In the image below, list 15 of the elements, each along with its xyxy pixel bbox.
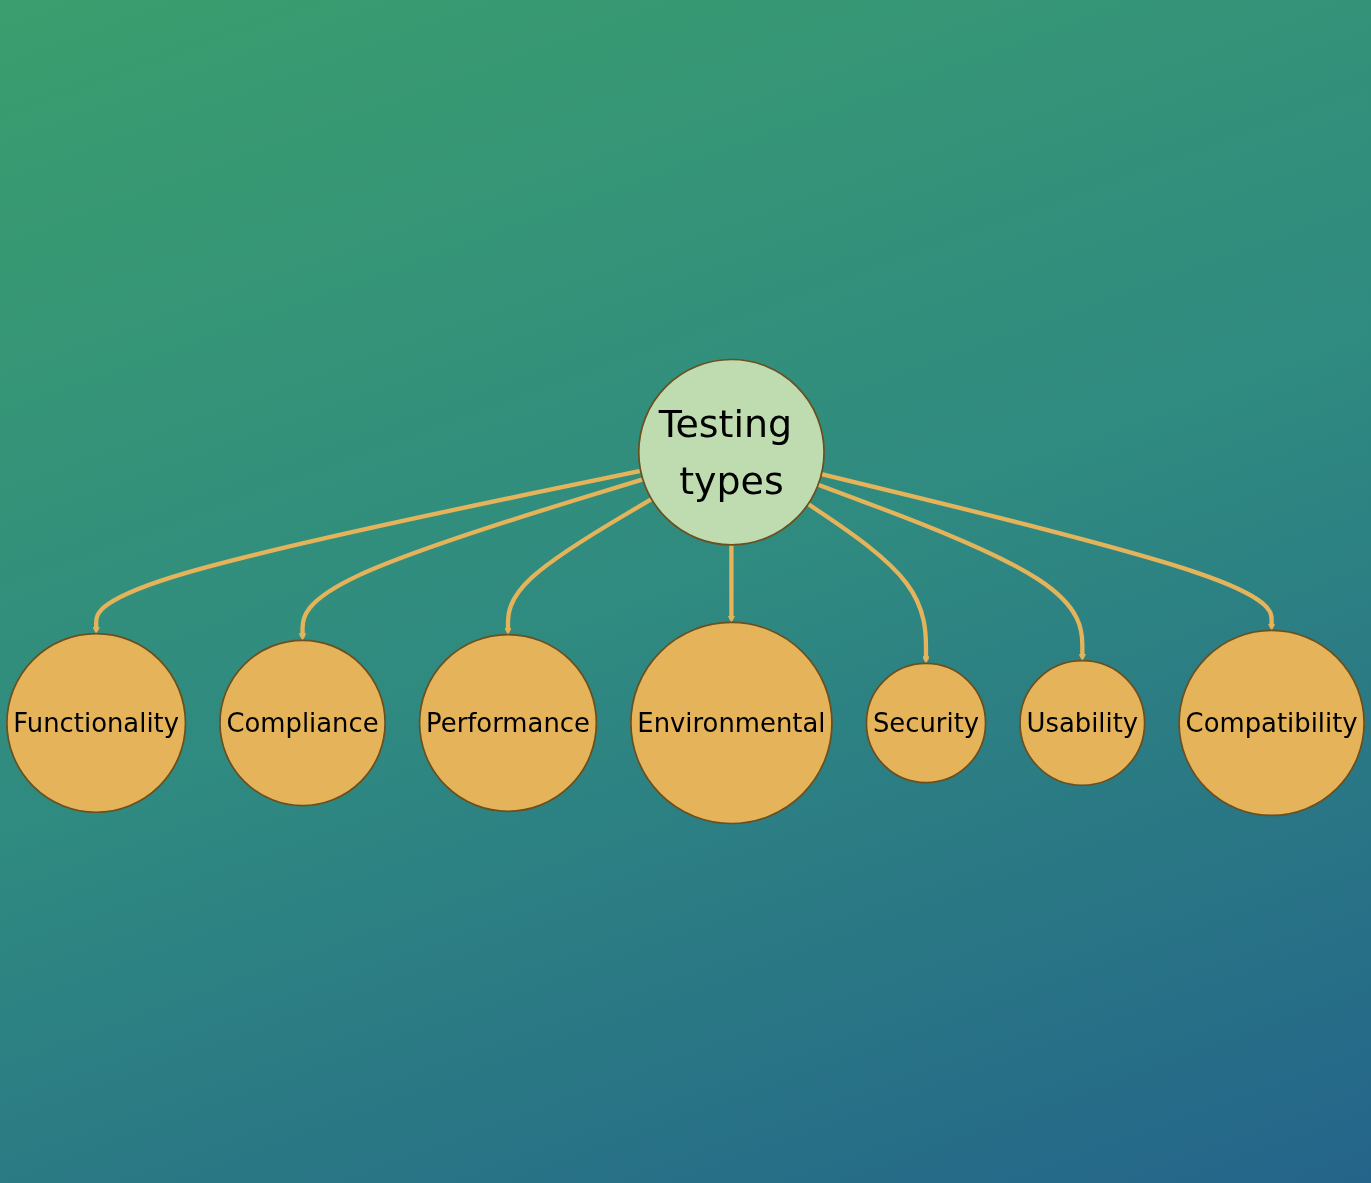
node-circle: Performance [418, 633, 598, 813]
arrow [298, 477, 644, 641]
arrow [504, 497, 653, 635]
arrow [727, 544, 736, 623]
arrow [807, 502, 930, 664]
node-circle: Security [865, 662, 987, 784]
node-circle: Environmental [630, 621, 833, 825]
arrow [817, 482, 1087, 661]
arrow [92, 468, 642, 634]
node-circle: Compatibility [1178, 629, 1365, 817]
arrow [820, 472, 1276, 631]
node-circle: Functionality [6, 632, 187, 814]
node-circle: Compliance [219, 639, 386, 807]
node-circle: Usability [1019, 659, 1146, 787]
node-circle: Testing types [637, 358, 825, 546]
